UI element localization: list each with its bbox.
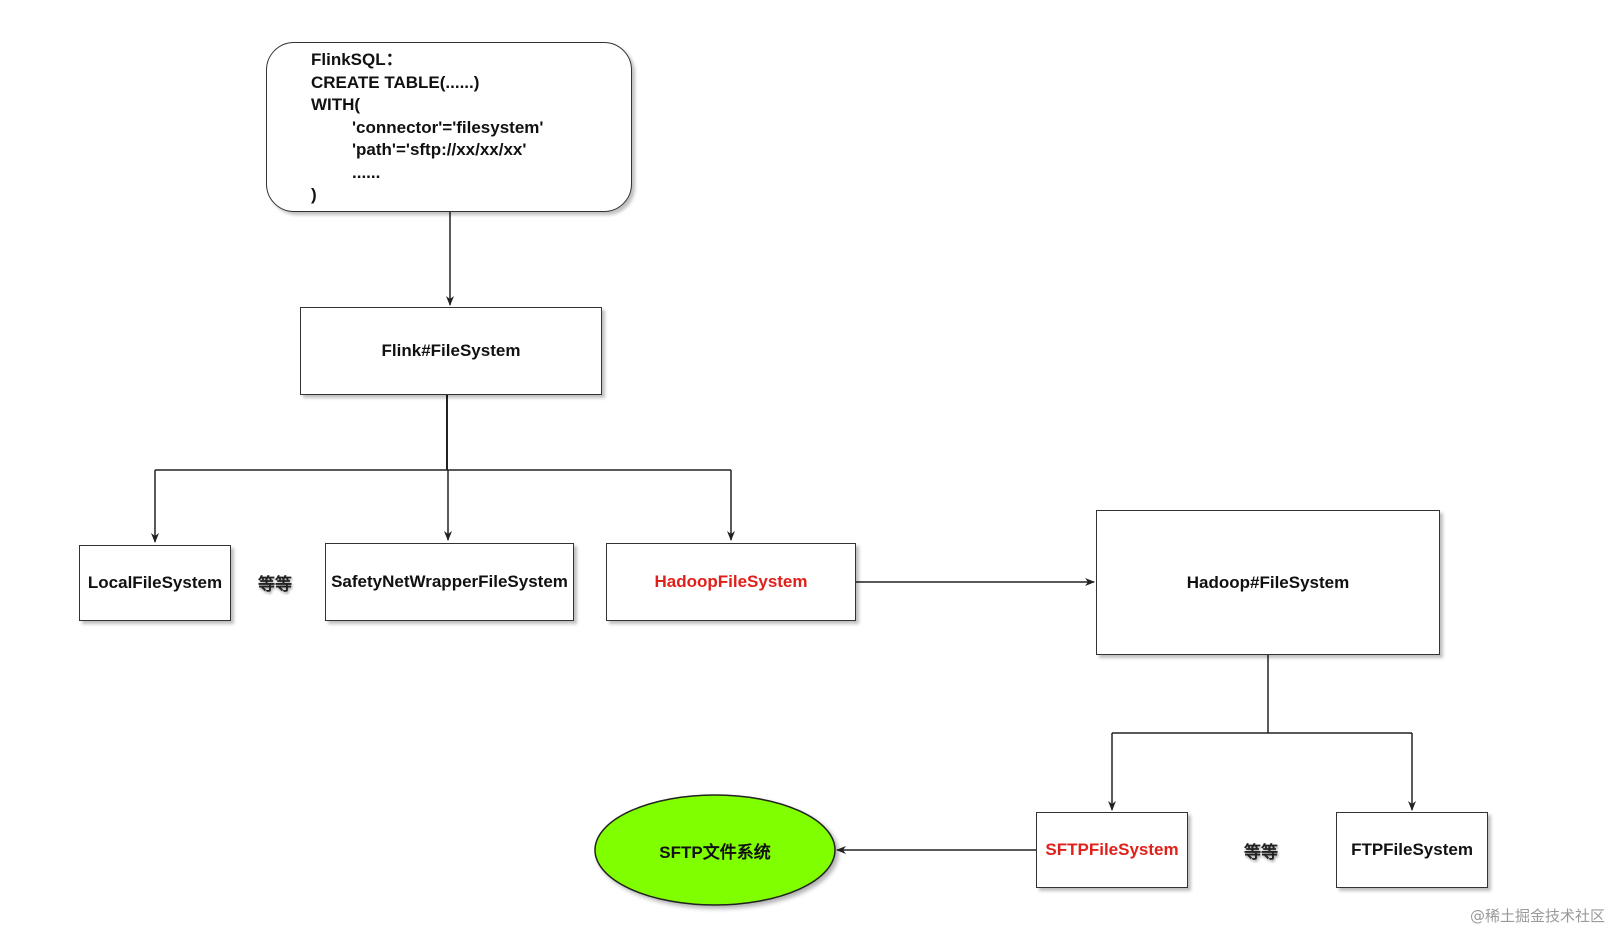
etc-note-1: 等等 <box>258 575 292 594</box>
node-flink-filesystem-label: Flink#FileSystem <box>381 341 521 360</box>
node-ftp-filesystem: FTPFileSystem <box>1336 812 1488 888</box>
sftp-target-label: SFTP文件系统 <box>659 842 771 862</box>
node-hadoop-filesystem: HadoopFileSystem <box>606 543 856 621</box>
node-local-filesystem-label: LocalFileSystem <box>87 573 223 592</box>
flinksql-code-box: FlinkSQL： CREATE TABLE(......) WITH( 'co… <box>266 42 632 212</box>
watermark: @稀土掘金技术社区 <box>1469 907 1605 925</box>
node-safetynet-filesystem-label: SafetyNetWrapperFileSystem <box>331 572 568 591</box>
node-hadoop-hash-filesystem-label: Hadoop#FileSystem <box>1186 572 1350 592</box>
node-safetynet-filesystem: SafetyNetWrapperFileSystem <box>325 543 574 621</box>
node-local-filesystem: LocalFileSystem <box>79 545 231 621</box>
sql-line-2: CREATE TABLE(......) <box>311 72 480 92</box>
sql-line-1: FlinkSQL： <box>311 50 403 69</box>
sql-line-7: ) <box>311 185 317 204</box>
node-sftp-filesystem: SFTPFileSystem <box>1036 812 1188 888</box>
sql-line-5: 'path'='sftp://xx/xx/xx' <box>352 140 527 159</box>
sftp-target-ellipse <box>594 794 836 906</box>
node-hadoop-hash-filesystem: Hadoop#FileSystem <box>1096 510 1440 655</box>
sql-line-6: ...... <box>352 162 381 182</box>
sql-line-3: WITH( <box>311 95 361 114</box>
node-sftp-filesystem-label: SFTPFileSystem <box>1045 840 1179 859</box>
node-flink-filesystem: Flink#FileSystem <box>300 307 602 395</box>
node-hadoop-filesystem-label: HadoopFileSystem <box>654 572 808 591</box>
etc-note-2: 等等 <box>1244 843 1278 862</box>
sql-line-4: 'connector'='filesystem' <box>352 117 544 137</box>
node-ftp-filesystem-label: FTPFileSystem <box>1351 840 1473 859</box>
